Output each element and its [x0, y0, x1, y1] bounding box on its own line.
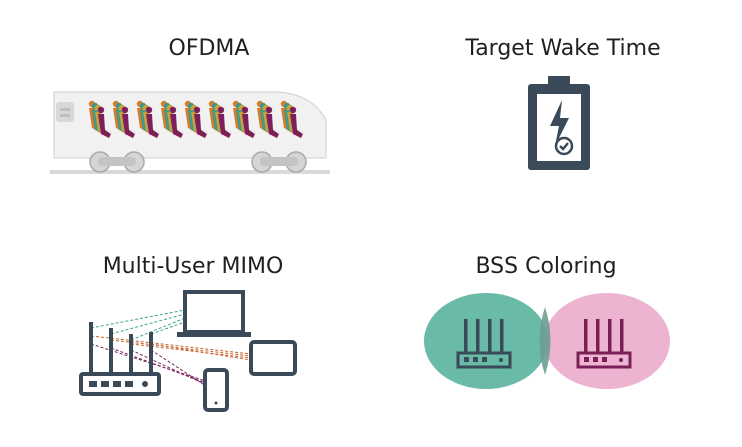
- multi-user-mimo-title: Multi-User MIMO: [102, 254, 284, 279]
- passenger-head: [169, 106, 177, 114]
- passenger-body: [98, 114, 111, 138]
- router-antennas: [89, 322, 153, 374]
- bss-coloring-title: BSS Coloring: [475, 254, 617, 279]
- passenger-head: [145, 106, 153, 114]
- router-multiple-devices-icon: [79, 290, 297, 412]
- tablet-icon: [249, 340, 297, 376]
- passenger-body: [242, 114, 255, 138]
- passenger-head: [97, 106, 105, 114]
- passenger-body: [146, 114, 159, 138]
- battery-charging-icon: [528, 76, 590, 170]
- passenger-body: [122, 114, 135, 138]
- teal-router-icon: [456, 319, 512, 369]
- passenger-body: [266, 114, 279, 138]
- passenger-head: [241, 106, 249, 114]
- pink-router-icon: [576, 319, 632, 369]
- ofdma-title: OFDMA: [168, 36, 250, 61]
- passenger-head: [217, 106, 225, 114]
- passenger-body: [170, 114, 183, 138]
- train-with-passengers-icon: [50, 91, 330, 174]
- lightning-icon: [550, 100, 569, 146]
- passenger-head: [121, 106, 129, 114]
- router-body: [79, 372, 161, 396]
- passenger-head: [193, 106, 201, 114]
- laptop-icon: [183, 290, 245, 334]
- passenger-head: [265, 106, 273, 114]
- teal-network-area: [424, 293, 548, 389]
- target-wake-time-title: Target Wake Time: [465, 36, 661, 61]
- passenger-body: [290, 114, 303, 138]
- passenger-body: [194, 114, 207, 138]
- train-window: [56, 102, 74, 122]
- phone-icon: [203, 368, 229, 412]
- passenger-body: [218, 114, 231, 138]
- overlapping-router-networks-icon: [424, 293, 670, 389]
- pink-network-area: [544, 293, 670, 389]
- passenger-head: [289, 106, 297, 114]
